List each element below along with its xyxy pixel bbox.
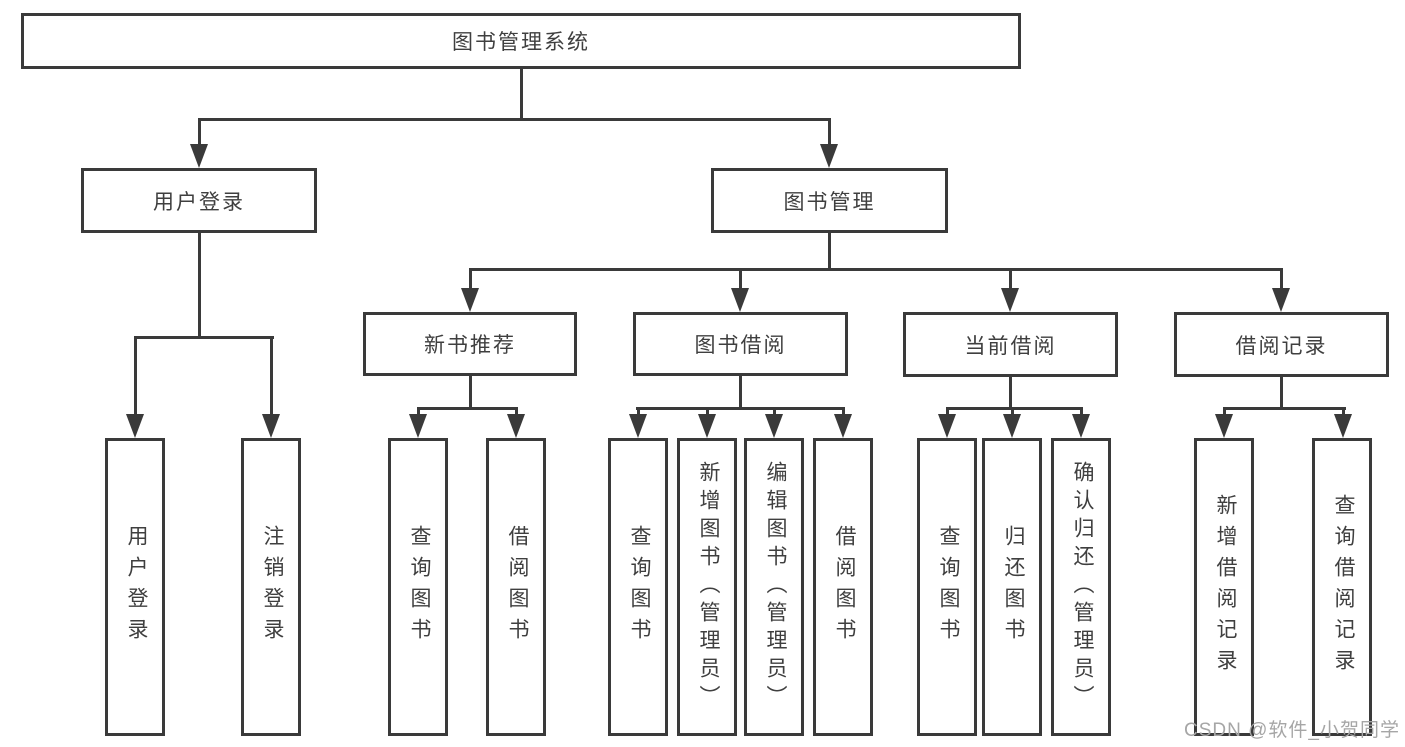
node-user-login: 用户登录: [81, 168, 317, 233]
node-leaf-cb-confirm: 确认归还（管理员）: [1051, 438, 1111, 736]
node-leaf-bb-query: 查询图书: [608, 438, 668, 736]
arrowhead-leaf-user-login-icon: [126, 414, 144, 438]
node-root: 图书管理系统: [21, 13, 1021, 69]
arrowhead-br-add-icon: [1215, 414, 1233, 438]
connector-records-shaft: [1280, 268, 1283, 290]
node-new-book: 新书推荐: [363, 312, 577, 376]
node-book-mgmt: 图书管理: [711, 168, 948, 233]
connector-current-stem: [1009, 377, 1012, 407]
arrowhead-cb-confirm-icon: [1072, 414, 1090, 438]
arrowhead-new-book-icon: [461, 288, 479, 312]
connector-bb-add-shaft: [706, 407, 709, 417]
node-leaf-user-login: 用户登录: [105, 438, 165, 736]
arrowhead-user-login-icon: [190, 144, 208, 168]
connector-bb-edit-shaft: [773, 407, 776, 417]
connector-root-crossbar: [198, 118, 831, 121]
arrowhead-cb-query-icon: [938, 414, 956, 438]
arrowhead-records-icon: [1272, 288, 1290, 312]
connector-current-shaft: [1009, 268, 1012, 290]
arrowhead-br-query-icon: [1334, 414, 1352, 438]
node-leaf-nb-borrow: 借阅图书: [486, 438, 546, 736]
connector-bb-borrow-shaft: [842, 407, 845, 417]
connector-new-book-stem: [469, 376, 472, 407]
arrowhead-nb-query-icon: [409, 414, 427, 438]
node-leaf-bb-edit: 编辑图书（管理员）: [744, 438, 804, 736]
node-current: 当前借阅: [903, 312, 1118, 377]
arrowhead-bb-add-icon: [698, 414, 716, 438]
connector-leaf-user-login-shaft: [134, 336, 137, 416]
arrowhead-nb-borrow-icon: [507, 414, 525, 438]
connector-borrow-crossbar: [636, 407, 845, 410]
connector-root-stem: [520, 69, 523, 118]
connector-cb-confirm-shaft: [1080, 407, 1083, 417]
node-leaf-nb-query: 查询图书: [388, 438, 448, 736]
connector-book-mgmt-crossbar: [469, 268, 1282, 271]
node-leaf-bb-borrow: 借阅图书: [813, 438, 873, 736]
connector-records-stem: [1280, 377, 1283, 407]
connector-borrow-stem: [739, 376, 742, 407]
watermark: CSDN @软件_小贺同学: [1184, 720, 1400, 741]
arrowhead-bb-edit-icon: [765, 414, 783, 438]
connector-cb-return-shaft: [1011, 407, 1014, 417]
node-leaf-br-query: 查询借阅记录: [1312, 438, 1372, 736]
connector-borrow-shaft: [739, 268, 742, 290]
node-records: 借阅记录: [1174, 312, 1389, 377]
node-leaf-cb-return: 归还图书: [982, 438, 1042, 736]
arrowhead-bb-borrow-icon: [834, 414, 852, 438]
connector-user-login-shaft: [198, 118, 201, 144]
connector-book-mgmt-shaft: [828, 118, 831, 144]
node-leaf-bb-add: 新增图书（管理员）: [677, 438, 737, 736]
arrowhead-bb-query-icon: [629, 414, 647, 438]
arrowhead-borrow-icon: [731, 288, 749, 312]
connector-user-login-crossbar: [134, 336, 274, 339]
connector-br-add-shaft: [1223, 407, 1226, 417]
connector-current-crossbar: [946, 407, 1083, 410]
connector-records-crossbar: [1223, 407, 1346, 410]
connector-new-book-crossbar: [417, 407, 518, 410]
node-leaf-cb-query: 查询图书: [917, 438, 977, 736]
connector-br-query-shaft: [1342, 407, 1345, 417]
connector-new-book-shaft: [469, 268, 472, 290]
connector-nb-borrow-shaft: [515, 407, 518, 417]
connector-user-login-stem: [198, 233, 201, 336]
node-leaf-br-add: 新增借阅记录: [1194, 438, 1254, 736]
connector-cb-query-shaft: [946, 407, 949, 417]
connector-bb-query-shaft: [637, 407, 640, 417]
connector-leaf-logout-shaft: [270, 336, 273, 416]
node-borrow: 图书借阅: [633, 312, 848, 376]
arrowhead-current-icon: [1001, 288, 1019, 312]
arrowhead-cb-return-icon: [1003, 414, 1021, 438]
connector-book-mgmt-stem: [828, 233, 831, 268]
connector-nb-query-shaft: [417, 407, 420, 417]
arrowhead-book-mgmt-icon: [820, 144, 838, 168]
node-leaf-logout: 注销登录: [241, 438, 301, 736]
arrowhead-leaf-logout-icon: [262, 414, 280, 438]
